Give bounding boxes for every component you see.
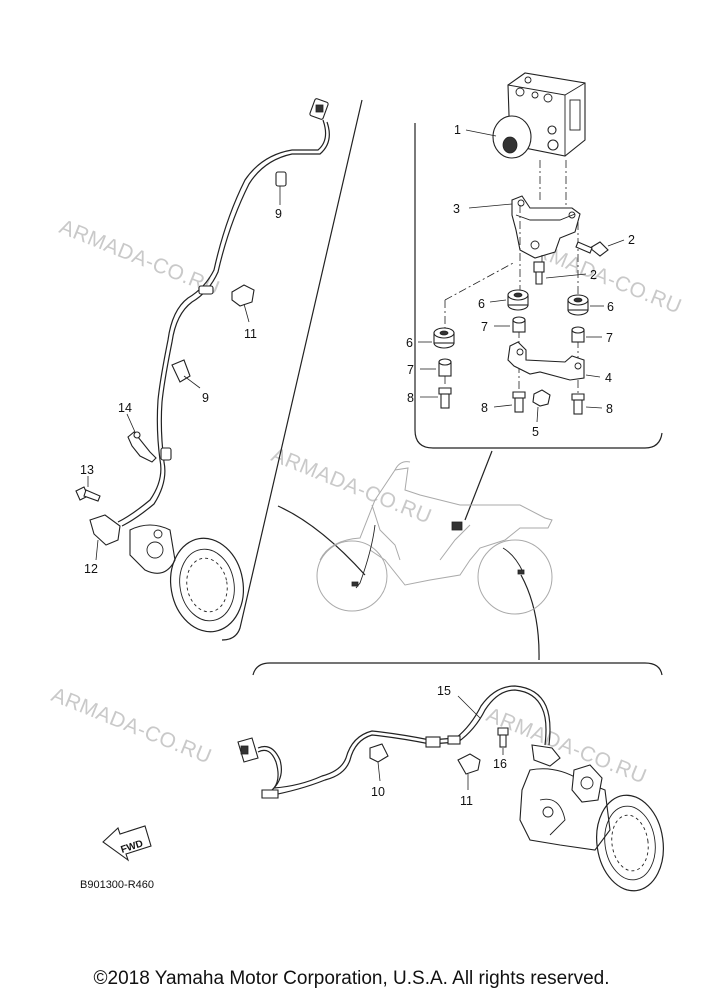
link-line-abs <box>464 450 493 521</box>
watermark: ARMADA-CO.RU <box>268 443 435 528</box>
motorcycle-silhouette <box>316 461 553 615</box>
bolt-16 <box>497 727 509 748</box>
link-line-front <box>277 505 366 576</box>
callout-6-mid: 6 <box>478 297 485 311</box>
nut-5 <box>532 389 551 407</box>
callout-8-mid: 8 <box>481 401 488 415</box>
diagram-code: B901300-R460 <box>80 879 154 891</box>
front-callouts: 9 11 9 14 13 12 <box>80 186 282 576</box>
bracket-4 <box>507 341 585 381</box>
copyright-notice: ©2018 Yamaha Motor Corporation, U.S.A. A… <box>93 968 610 989</box>
damper-6-right <box>567 294 589 316</box>
callout-2-lower: 2 <box>590 268 597 282</box>
bolt-2-lower <box>533 261 545 285</box>
front-wheel-sensor-harness <box>75 98 330 633</box>
rear-callouts: 15 16 10 11 <box>371 684 507 808</box>
front-section-border <box>221 99 363 641</box>
callout-5: 5 <box>532 425 539 439</box>
callout-10: 10 <box>371 785 385 799</box>
watermark: ARMADA-CO.RU <box>56 215 223 300</box>
bolt-2-upper <box>575 241 609 257</box>
abs-callouts: 1 3 2 2 6 6 6 7 7 7 4 8 8 8 5 <box>406 123 635 439</box>
bolt-13 <box>75 486 101 502</box>
collar-7-left <box>438 358 452 377</box>
rear-wheel-sensor-harness <box>237 685 664 892</box>
callout-12: 12 <box>84 562 98 576</box>
abs-section-border <box>414 123 663 449</box>
front-sensor-lead <box>117 119 327 523</box>
clamp-11-front <box>231 284 255 307</box>
bolt-8-right <box>571 393 585 415</box>
collar-7-mid <box>512 316 526 333</box>
collar-7-right <box>571 326 585 343</box>
grommet-9-lower <box>171 359 191 383</box>
section-borders <box>221 99 663 676</box>
callout-11-front: 11 <box>244 327 257 341</box>
callout-7-right: 7 <box>606 331 613 345</box>
callout-3: 3 <box>453 202 460 216</box>
rear-section-border <box>252 662 663 676</box>
callout-7-mid: 7 <box>481 320 488 334</box>
link-line-rear <box>520 574 540 661</box>
watermark: ARMADA-CO.RU <box>48 683 215 768</box>
rear-sensor-lead <box>257 689 547 797</box>
callout-15: 15 <box>437 684 451 698</box>
fwd-arrow: FWD <box>102 825 152 862</box>
callout-6-right: 6 <box>607 300 614 314</box>
callout-11-rear: 11 <box>460 794 473 808</box>
callout-14: 14 <box>118 401 132 415</box>
callout-9-upper: 9 <box>275 207 282 221</box>
bolt-8-mid <box>512 391 526 413</box>
callout-7-left: 7 <box>407 363 414 377</box>
grommet-10 <box>369 743 389 763</box>
abs-hydraulic-unit <box>492 72 586 159</box>
bracket-14 <box>127 431 157 463</box>
front-caliper <box>129 524 176 574</box>
callout-6-left: 6 <box>406 336 413 350</box>
bike-abs-location <box>351 521 525 589</box>
grommet-9-upper <box>275 171 287 187</box>
damper-6-mid <box>507 289 529 311</box>
callout-1: 1 <box>454 123 461 137</box>
watermark-layer: ARMADA-CO.RU ARMADA-CO.RU ARMADA-CO.RU A… <box>48 215 685 788</box>
callout-4: 4 <box>605 371 612 385</box>
callout-8-left: 8 <box>407 391 414 405</box>
front-brake-disc <box>170 537 244 633</box>
damper-6-left <box>433 327 455 349</box>
clamp-11-rear <box>457 753 481 775</box>
callout-16: 16 <box>493 757 507 771</box>
front-sensor-12 <box>89 514 121 546</box>
callout-13: 13 <box>80 463 94 477</box>
callout-9-lower: 9 <box>202 391 209 405</box>
callout-2-upper: 2 <box>628 233 635 247</box>
bolt-8-left <box>438 387 452 409</box>
rear-sensor <box>531 744 561 767</box>
abs-bracket-3 <box>511 195 581 259</box>
callout-8-right: 8 <box>606 402 613 416</box>
rear-brake-disc <box>596 794 664 892</box>
